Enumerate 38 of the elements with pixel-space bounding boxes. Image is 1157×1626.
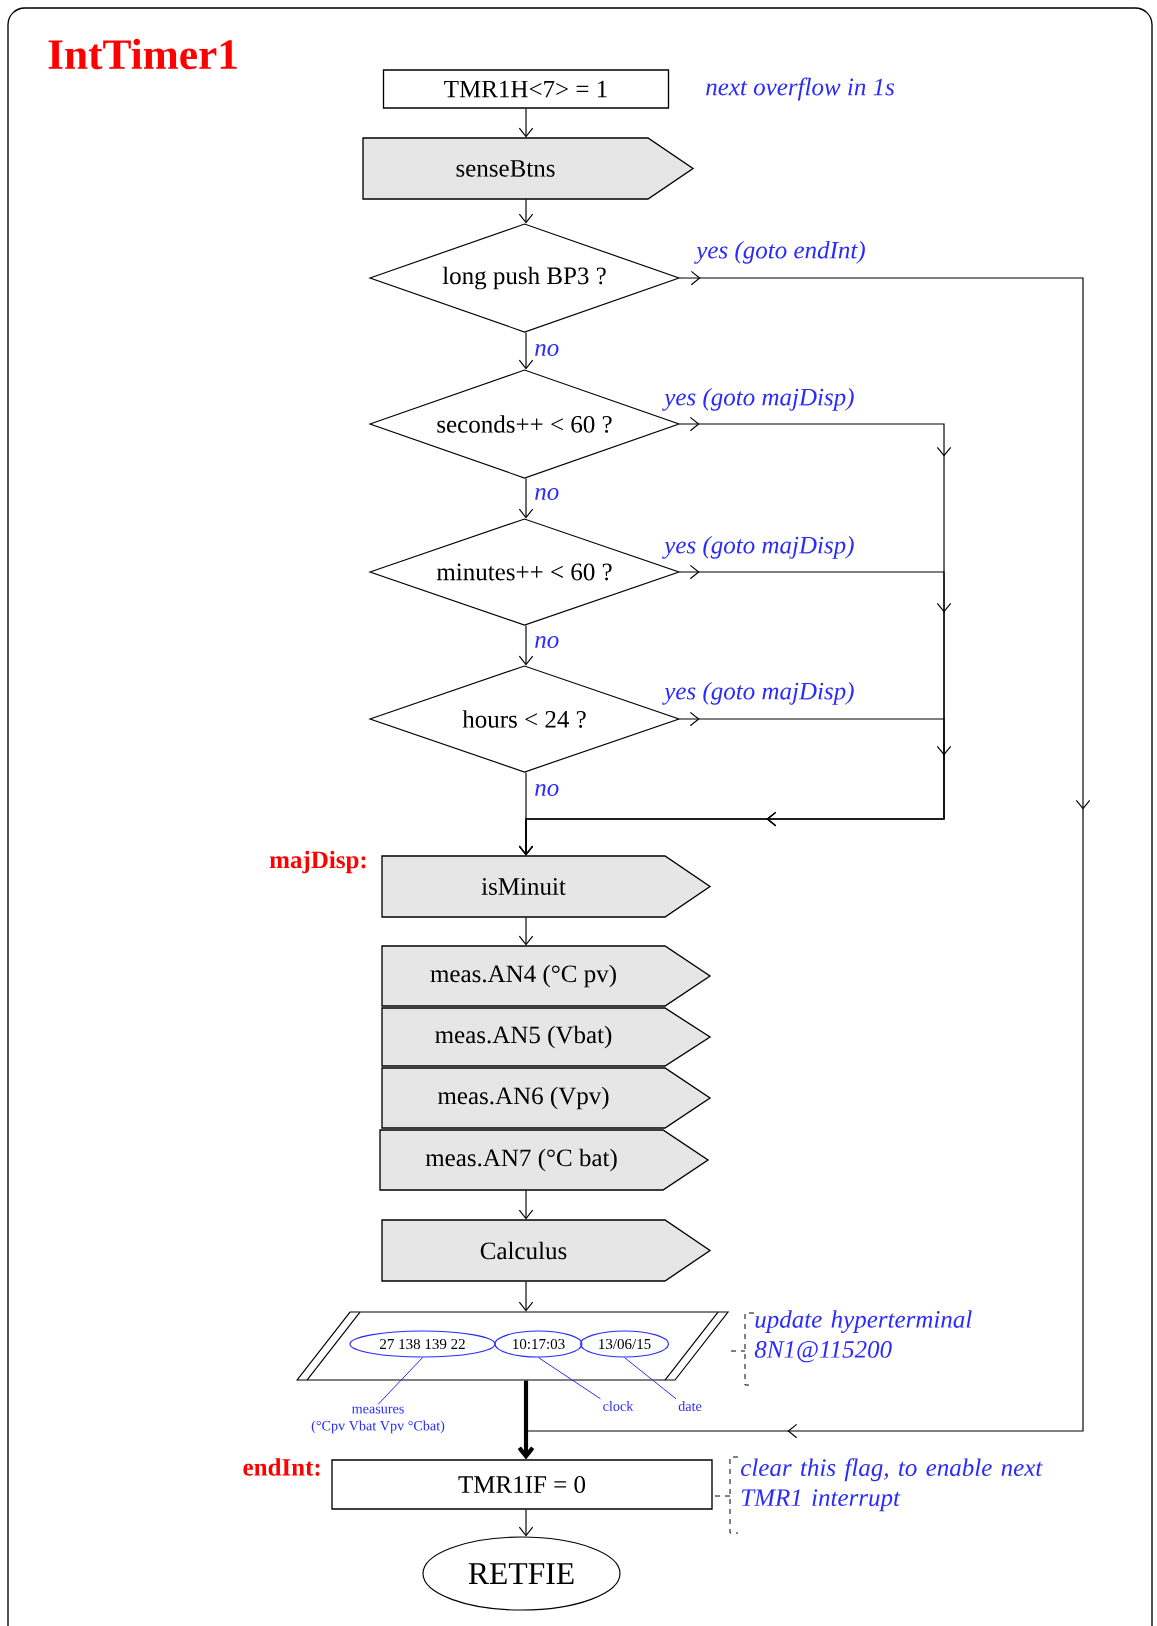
- arrow: [518, 199, 534, 224]
- arrow: [518, 711, 952, 856]
- side-note: clear this flag, to enable next TMR1 interrupt: [741, 1458, 1043, 1512]
- edge-label: no: [532, 782, 561, 798]
- arrow: [518, 270, 1091, 1460]
- arrow: [518, 625, 534, 666]
- title: IntTimer1: [48, 38, 237, 70]
- leader-line: [377, 1357, 423, 1405]
- leader-label: clock: [603, 1401, 634, 1411]
- edge-label: no: [532, 342, 561, 358]
- subroutine-box: meas.AN7 (°C bat): [379, 1129, 710, 1191]
- side-note: next overflow in 1s: [706, 77, 895, 101]
- arrow: [518, 332, 534, 370]
- arrow: [518, 108, 534, 138]
- subroutine-box: meas.AN5 (Vbat): [381, 1007, 712, 1067]
- process-box: TMR1IF = 0: [331, 1459, 713, 1510]
- subroutine-box: meas.AN4 (°C pv): [381, 945, 712, 1007]
- arrow: [518, 1190, 534, 1220]
- leader-label: date: [678, 1401, 702, 1411]
- leader-label: measures (°Cpv Vbat Vpv °Cbat): [311, 1406, 445, 1434]
- arrow: [518, 1509, 534, 1537]
- edge-label: yes (goto endInt): [694, 239, 868, 266]
- arrow: [518, 917, 534, 946]
- side-note: update hyperterminal 8N1@115200: [754, 1310, 972, 1363]
- subroutine-box: meas.AN6 (Vpv): [381, 1067, 712, 1129]
- arrow: [518, 478, 534, 519]
- arrow: [518, 1281, 534, 1312]
- edge-label: no: [532, 486, 561, 502]
- subroutine-box: senseBtns: [362, 137, 695, 200]
- edge-label: no: [532, 634, 561, 650]
- jump-label: endInt:: [243, 1458, 320, 1476]
- arrow: [517, 1380, 535, 1460]
- leader-line: [624, 1357, 677, 1400]
- subroutine-box: Calculus: [381, 1219, 712, 1282]
- jump-label: majDisp:: [269, 850, 366, 874]
- subroutine-box: isMinuit: [381, 855, 712, 918]
- leader-line: [538, 1357, 601, 1400]
- process-box: TMR1H<7> = 1: [382, 69, 670, 109]
